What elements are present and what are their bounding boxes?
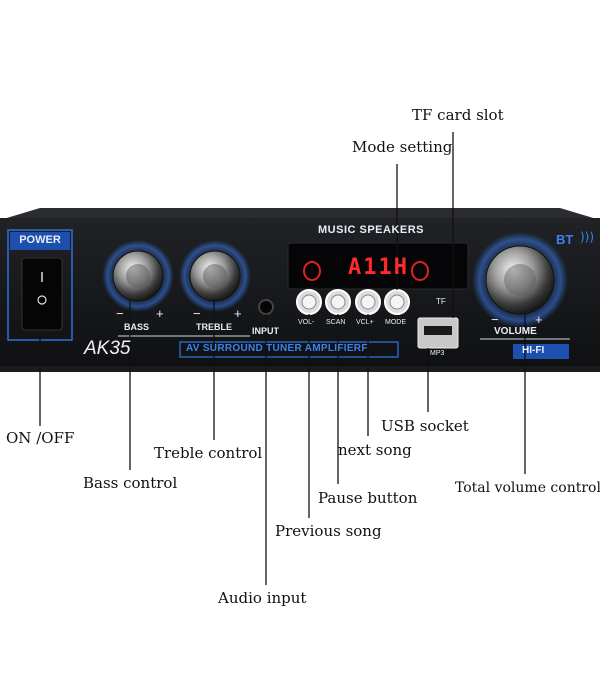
bass-plus: +: [156, 306, 164, 321]
hifi-label: HI-FI: [522, 345, 545, 356]
volume-label: VOLUME: [494, 326, 537, 337]
bass-minus: −: [116, 306, 124, 321]
power-off-mark: [37, 295, 47, 305]
bt-label: BT: [556, 232, 574, 247]
callout-total-volume-control: Total volume control: [455, 480, 600, 496]
callout-leaders: [39, 132, 526, 585]
panel-bottom-edge: [0, 366, 600, 372]
volume-minus: −: [491, 312, 499, 327]
callout-next-song: next song: [338, 441, 412, 459]
btn-label-scan: SCAN: [326, 319, 346, 326]
btn-label-vol-minus: VOL-: [298, 319, 315, 326]
chassis-top: [0, 208, 600, 220]
top-label: MUSIC SPEAKERS: [318, 224, 425, 236]
mp3-label: MP3: [430, 350, 445, 357]
callout-pause-button: Pause button: [318, 489, 418, 507]
callout-audio-input: Audio input: [218, 589, 307, 607]
bass-label: BASS: [124, 322, 150, 332]
power-label: POWER: [19, 234, 61, 246]
callout-bass-control: Bass control: [83, 474, 178, 492]
bt-icon: ))): [580, 230, 595, 244]
callout-on-off: ON /OFF: [6, 429, 75, 447]
subtitle-strip: [179, 341, 399, 358]
display-left-ring: [303, 261, 321, 281]
model-label: AK35: [84, 338, 131, 359]
callout-treble-control: Treble control: [154, 444, 263, 462]
display-screen: [287, 242, 469, 290]
callout-usb-socket: USB socket: [381, 417, 469, 435]
volume-plus: +: [535, 312, 543, 327]
tf-label: TF: [436, 297, 446, 306]
hifi-badge: [513, 344, 569, 359]
btn-label-mode: MODE: [385, 319, 406, 326]
subtitle-label: AV SURROUND TUNER AMPLIFIERF: [186, 343, 368, 354]
treble-label: TREBLE: [196, 322, 232, 332]
treble-plus: +: [234, 306, 242, 321]
power-switch[interactable]: [21, 257, 63, 331]
callout-mode-setting: Mode setting: [352, 138, 453, 156]
callout-previous-song: Previous song: [275, 522, 382, 540]
btn-label-vol-plus: VCL+: [356, 319, 374, 326]
callout-tf-card-slot: TF card slot: [412, 106, 504, 124]
input-label: INPUT: [252, 326, 279, 336]
display-readout: A11H: [348, 255, 409, 280]
audio-input-jack[interactable]: [258, 299, 274, 315]
power-label-bg: [10, 232, 70, 250]
treble-minus: −: [193, 306, 201, 321]
volume-knob[interactable]: [485, 245, 555, 315]
display-right-ring: [411, 261, 429, 281]
